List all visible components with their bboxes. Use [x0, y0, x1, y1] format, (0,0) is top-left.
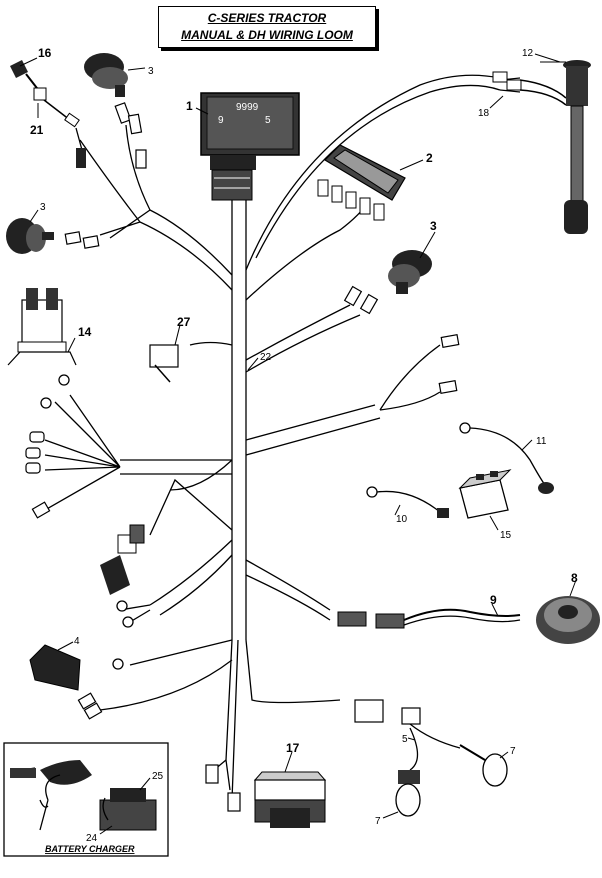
callout-12: 12 — [522, 48, 534, 59]
callout-7-bottom: 7 — [375, 816, 381, 827]
switch-left — [6, 218, 54, 254]
callout-2: 2 — [426, 151, 433, 165]
main-harness — [25, 74, 501, 812]
title-line-1: C-SERIES TRACTOR — [207, 11, 327, 25]
sensor-10 — [366, 486, 449, 518]
callout-14: 14 — [78, 325, 92, 339]
fuel-sender — [492, 60, 591, 234]
callout-27: 27 — [177, 315, 191, 329]
callout-21: 21 — [30, 123, 44, 137]
seat-switch — [100, 524, 145, 595]
callout-3-left: 3 — [40, 202, 46, 213]
key-switch — [10, 60, 86, 168]
connector-block — [317, 144, 406, 221]
callout-7-right: 7 — [510, 746, 516, 757]
callout-11: 11 — [536, 436, 547, 447]
hour-meter-left-digit: 9 — [218, 115, 224, 126]
callout-17: 17 — [286, 741, 300, 755]
title-box: C-SERIES TRACTOR MANUAL & DH WIRING LOOM — [158, 6, 376, 48]
module-4 — [29, 644, 81, 691]
callout-16: 16 — [38, 46, 52, 60]
hour-meter-right-digit: 5 — [265, 115, 271, 126]
callout-15: 15 — [500, 530, 512, 541]
bottom-left-connectors — [77, 692, 103, 720]
title-line-2: MANUAL & DH WIRING LOOM — [181, 28, 353, 42]
fuse-box-15 — [458, 469, 512, 519]
switch-right — [388, 250, 432, 294]
callout-3-top: 3 — [148, 66, 154, 77]
controller-17 — [253, 771, 327, 828]
hour-meter: 9 9999 5 — [200, 92, 300, 201]
callout-22: 22 — [260, 352, 272, 363]
connector-27 — [149, 344, 179, 383]
leader-lines — [19, 53, 577, 835]
callout-9: 9 — [490, 593, 497, 607]
callout-18: 18 — [478, 108, 490, 119]
callout-24: 24 — [86, 833, 98, 844]
battery-charger-inset: BATTERY CHARGER — [3, 742, 169, 857]
callout-4: 4 — [74, 636, 80, 647]
callout-8: 8 — [571, 571, 578, 585]
pto-clutch — [337, 596, 600, 644]
relay — [7, 288, 77, 366]
callout-25: 25 — [152, 771, 164, 782]
callout-3-right: 3 — [430, 219, 437, 233]
switch-top — [84, 53, 128, 97]
lamp-cluster — [354, 699, 508, 817]
hour-meter-digits: 9999 — [236, 102, 259, 113]
callout-labels: 16 3 1 21 12 18 2 3 3 14 27 22 11 10 15 … — [30, 46, 578, 844]
sensor-11 — [459, 422, 554, 494]
callout-10: 10 — [396, 514, 408, 525]
callout-1: 1 — [186, 99, 193, 113]
ring-terminals — [40, 374, 134, 670]
battery-charger-label: BATTERY CHARGER — [45, 844, 135, 854]
callout-5: 5 — [402, 734, 408, 745]
